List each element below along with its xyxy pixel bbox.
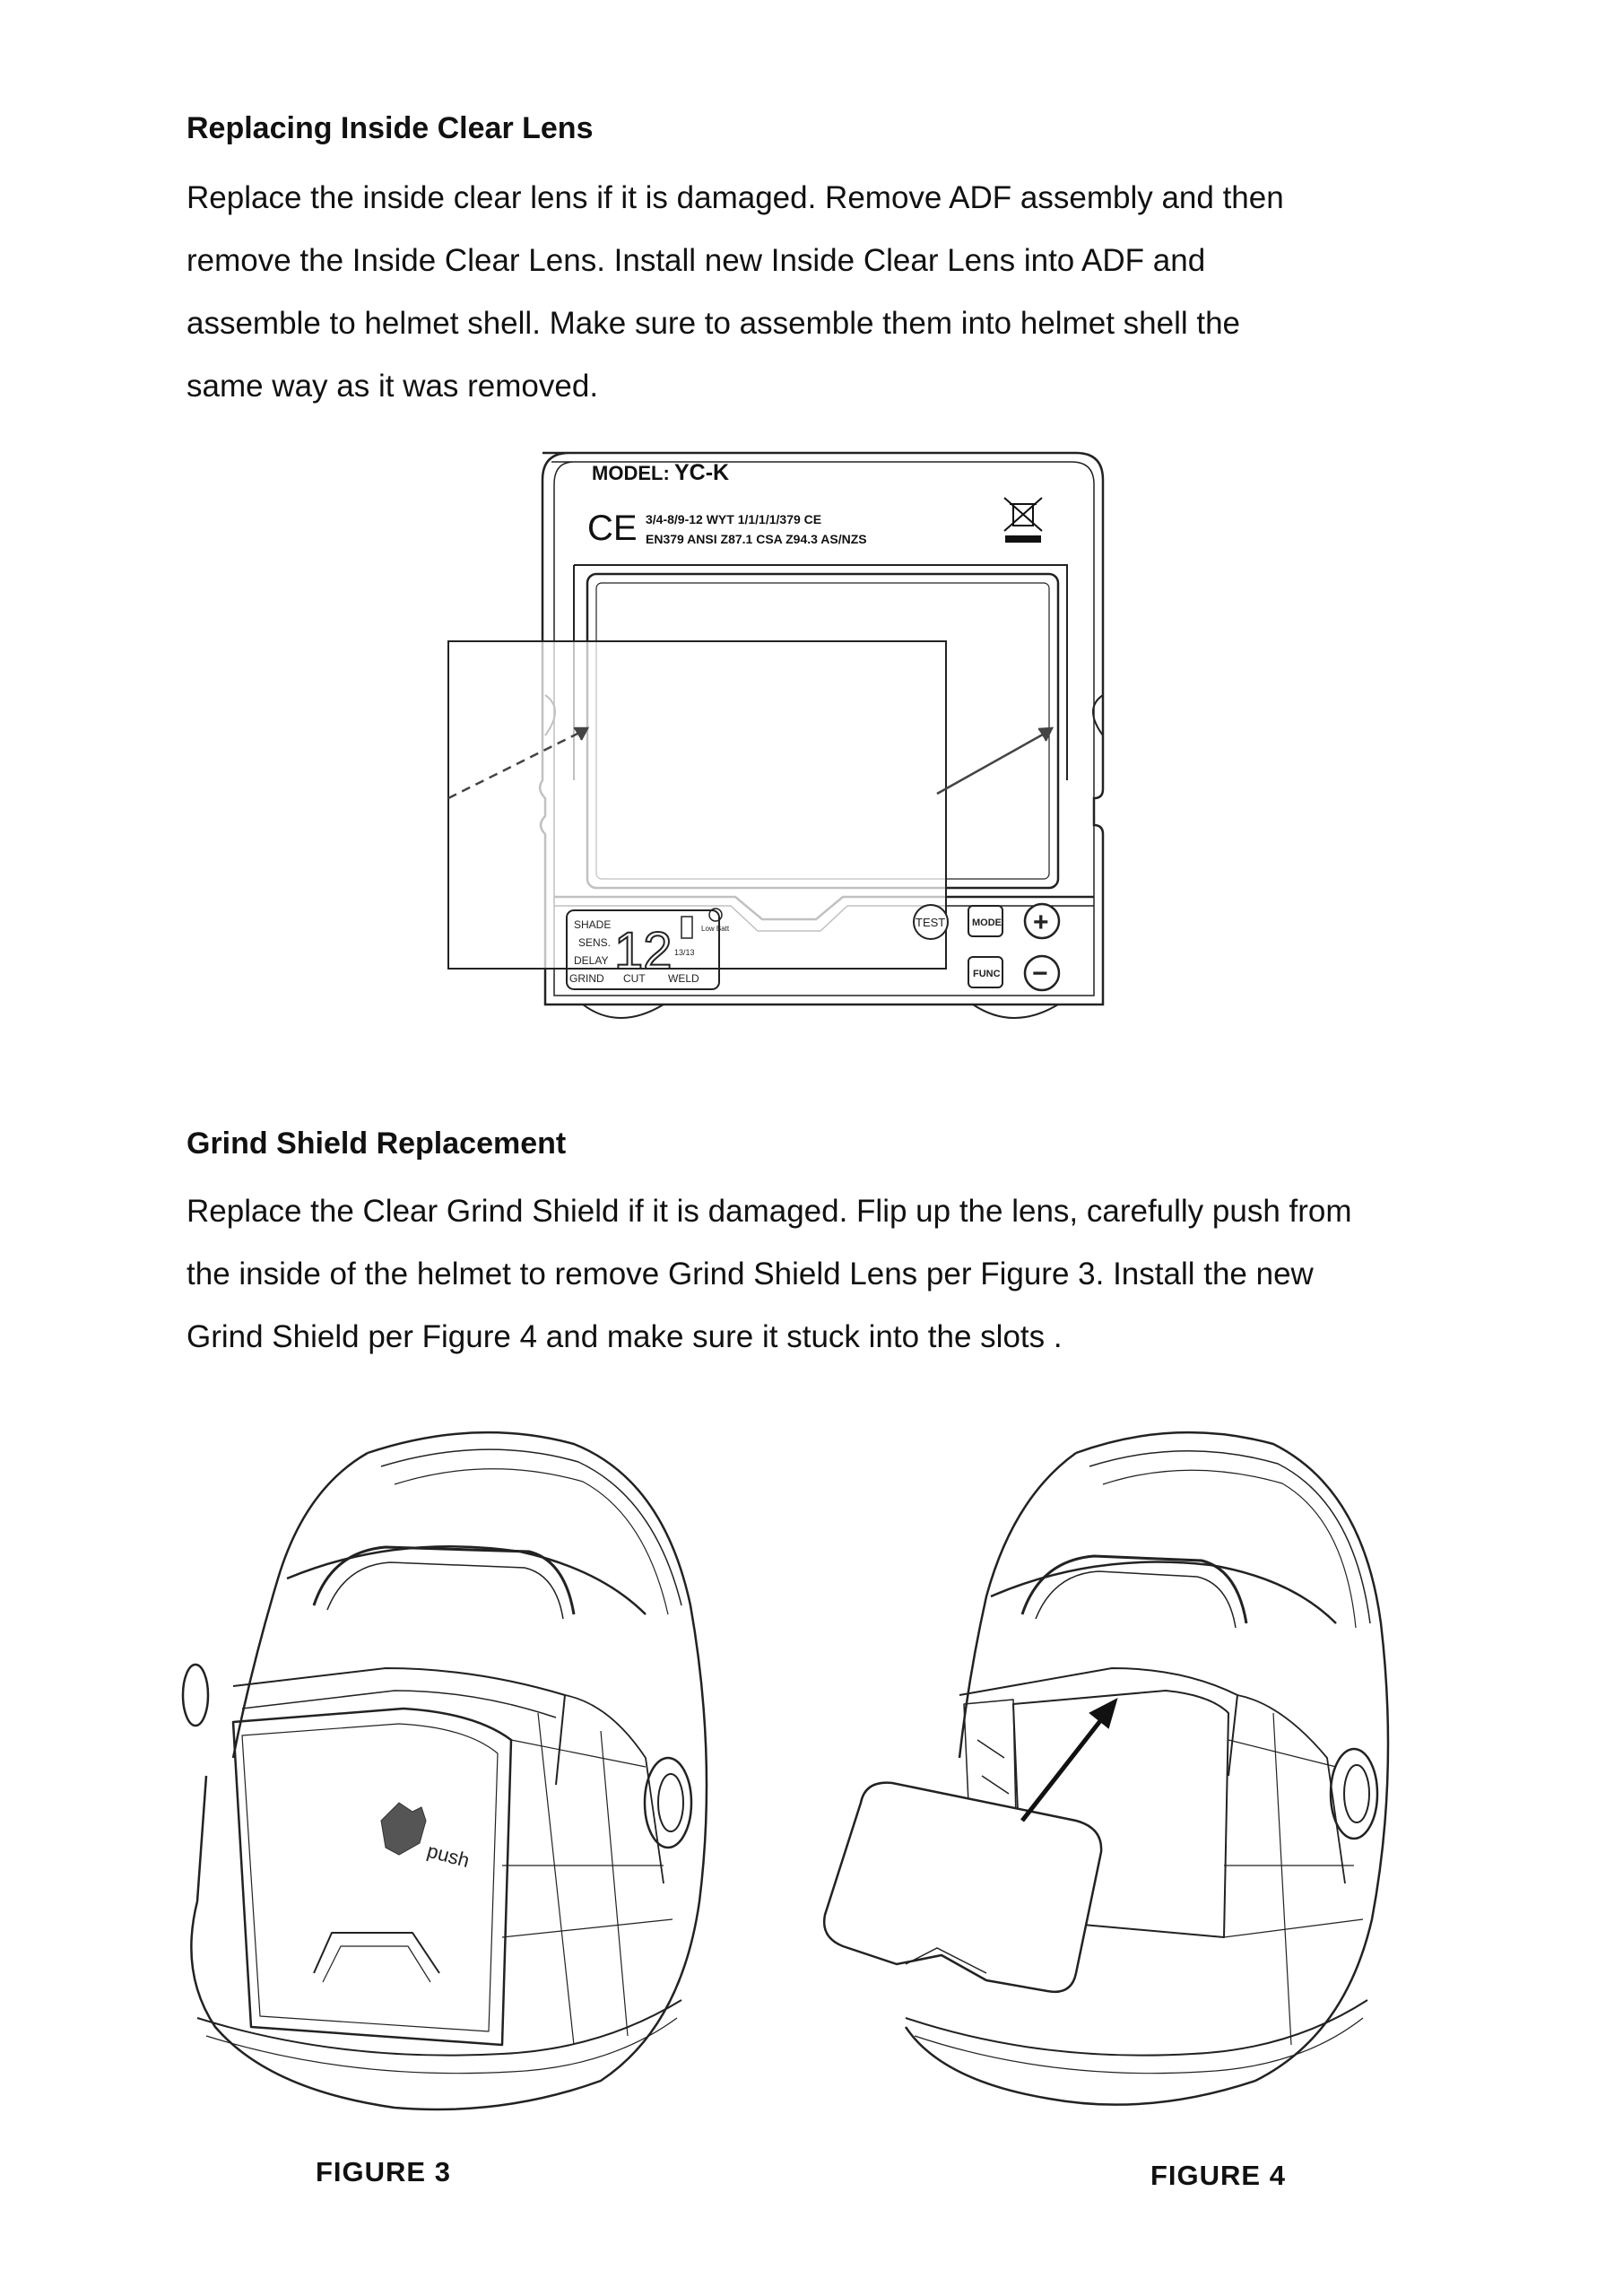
text-line: Grind Shield per Figure 4 and make sure … — [187, 1319, 1063, 1354]
text-line: Replace the Clear Grind Shield if it is … — [187, 1194, 1352, 1229]
func-label: FUNC — [973, 969, 1001, 979]
text-line: Replace the inside clear lens if it is d… — [187, 180, 1284, 215]
mode-label: MODE — [972, 918, 1002, 928]
lcd-delay: DELAY — [574, 954, 608, 967]
spec-line-1: 3/4-8/9-12 WYT 1/1/1/1/379 CE — [646, 512, 821, 526]
weee-bin-icon — [1003, 497, 1043, 543]
control-buttons: TEST MODE + FUNC − — [913, 902, 1061, 992]
lcd-grind: GRIND — [569, 972, 604, 985]
ce-mark-icon: CE — [587, 509, 638, 548]
inside-clear-lens — [447, 640, 947, 970]
lcd-cut: CUT — [623, 972, 646, 985]
adf-assembly-diagram: MODEL: YC-K CE 3/4-8/9-12 WYT 1/1/1/1/37… — [447, 451, 1105, 1019]
test-label: TEST — [916, 916, 945, 929]
model-value: YC-K — [674, 460, 729, 485]
text-line: remove the Inside Clear Lens. Install ne… — [187, 243, 1206, 278]
push-label: push — [425, 1839, 473, 1872]
section-body-inside-clear-lens: Replace the inside clear lens if it is d… — [187, 167, 1469, 418]
lcd-sens: SENS. — [578, 936, 611, 949]
lcd-shade: SHADE — [574, 918, 611, 931]
section-heading-inside-clear-lens: Replacing Inside Clear Lens — [187, 111, 594, 145]
figure-3-caption: FIGURE 3 — [316, 2156, 451, 2187]
lcd-digits: 12 — [614, 922, 673, 980]
test-button — [913, 904, 949, 940]
low-batt-label: Low Batt — [701, 925, 730, 933]
minus-label: − — [1032, 959, 1048, 988]
lcd-range: 13/13 — [674, 948, 695, 957]
mode-button — [968, 905, 1003, 937]
lcd-panel: SHADE SENS. DELAY GRIND CUT WELD 12 13/1… — [566, 908, 730, 990]
spec-line-2: EN379 ANSI Z87.1 CSA Z94.3 AS/NZS — [646, 532, 867, 546]
section-heading-grind-shield: Grind Shield Replacement — [187, 1126, 567, 1161]
push-hand-icon — [380, 1802, 427, 1856]
func-button — [968, 956, 1003, 988]
plus-button — [1023, 902, 1061, 940]
figure-4-caption: FIGURE 4 — [1150, 2160, 1286, 2191]
lcd-weld: WELD — [668, 972, 699, 985]
figure-3-helmet-push: push — [181, 1431, 708, 2111]
arrow-icon — [447, 726, 1055, 800]
new-grind-shield — [822, 1781, 1103, 1994]
model-label: MODEL: — [592, 462, 670, 484]
text-line: same way as it was removed. — [187, 369, 599, 404]
plus-label: + — [1033, 908, 1049, 937]
text-line: the inside of the helmet to remove Grind… — [187, 1257, 1314, 1292]
arrow-icon — [1020, 1698, 1118, 1822]
figure-4-helmet-install — [822, 1431, 1390, 2106]
text-line: assemble to helmet shell. Make sure to a… — [187, 306, 1241, 341]
section-body-grind-shield: Replace the Clear Grind Shield if it is … — [187, 1180, 1469, 1369]
minus-button — [1023, 954, 1061, 992]
